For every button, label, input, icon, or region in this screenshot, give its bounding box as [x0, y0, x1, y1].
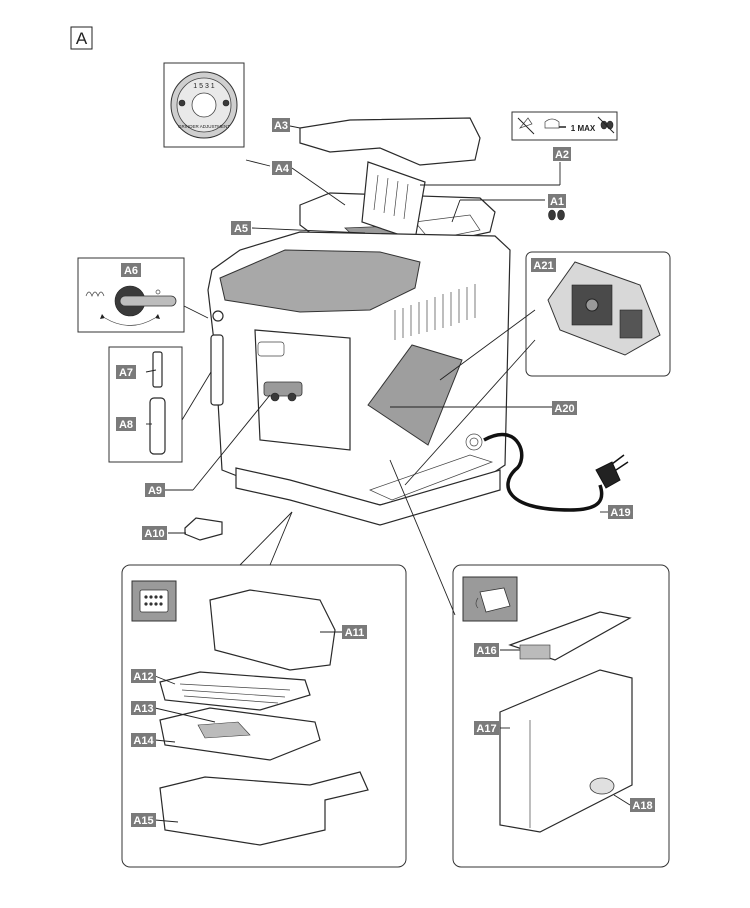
- measuring-scoop-icon: [544, 118, 566, 129]
- svg-text:A5: A5: [234, 223, 248, 235]
- no-pre-ground-icon: [517, 117, 535, 135]
- coffee-spout: [263, 381, 303, 402]
- brew-unit-inset: [525, 251, 671, 377]
- svg-text:A16: A16: [476, 645, 496, 657]
- dose-text: 1 MAX: [571, 124, 596, 133]
- svg-text:A6: A6: [124, 265, 138, 277]
- a2-symbol-strip: 1 MAX: [511, 111, 618, 141]
- hot-water-nozzle-short: [152, 351, 163, 388]
- grinder-dial-inset: 1 5 3 1 GRINDER ADJUSTMENT: [163, 62, 245, 148]
- svg-text:A4: A4: [275, 163, 290, 175]
- label-a21: A21: [531, 258, 556, 272]
- label-a10: A10: [142, 526, 167, 540]
- grounds-container: [209, 589, 336, 671]
- label-a8: A8: [116, 417, 136, 431]
- steam-knob: [212, 310, 224, 322]
- label-a18: A18: [630, 798, 655, 812]
- label-a16: A16: [474, 643, 499, 657]
- svg-text:A18: A18: [632, 800, 652, 812]
- svg-text:A9: A9: [148, 485, 162, 497]
- svg-text:A12: A12: [133, 671, 153, 683]
- power-socket: [465, 433, 483, 451]
- label-a20: A20: [552, 401, 577, 415]
- label-a7: A7: [116, 365, 136, 379]
- descaler-strip: [184, 517, 223, 541]
- dial-caption: GRINDER ADJUSTMENT: [178, 124, 230, 129]
- label-a5: A5: [231, 221, 251, 235]
- label-a19: A19: [608, 505, 633, 519]
- side-vents: [394, 284, 476, 340]
- label-a17: A17: [474, 721, 499, 735]
- steam-hot-water-icon: [85, 291, 105, 297]
- svg-text:A14: A14: [133, 735, 154, 747]
- svg-text:A13: A13: [133, 703, 153, 715]
- drip-tray: [159, 771, 369, 846]
- power-cable: [483, 432, 629, 512]
- coffee-spout-cover: [257, 341, 285, 357]
- brew-unit-door: [367, 344, 463, 446]
- svg-text:A10: A10: [144, 528, 164, 540]
- dial-numbers: 1 5 3 1: [193, 83, 215, 90]
- svg-text:A21: A21: [533, 260, 553, 272]
- svg-text:A17: A17: [476, 723, 496, 735]
- bean-icon: [178, 99, 186, 107]
- label-a11: A11: [342, 625, 367, 639]
- label-a14: A14: [131, 733, 156, 747]
- drip-tray-panel: [121, 564, 407, 868]
- leader-lines: [145, 125, 631, 823]
- svg-text:A1: A1: [550, 196, 564, 208]
- label-a13: A13: [131, 701, 156, 715]
- power-plug: [595, 461, 621, 489]
- label-a12: A12: [131, 669, 156, 683]
- hot-water-spout: [210, 334, 224, 406]
- coffee-beans-icon: [548, 209, 565, 221]
- label-a3: A3: [272, 118, 290, 132]
- water-filter: [589, 777, 615, 795]
- drip-tray-grid-icon: [131, 580, 177, 622]
- svg-text:A20: A20: [554, 403, 574, 415]
- coffee-machine-body: [207, 117, 511, 526]
- nozzle-inset: [108, 346, 183, 463]
- label-a6: A6: [121, 263, 141, 277]
- label-a4: A4: [272, 161, 292, 175]
- no-beans-icon: [597, 116, 615, 134]
- figure-letter: A: [70, 26, 93, 50]
- water-level-indicator: [197, 721, 251, 739]
- bean-container-lid: [299, 117, 481, 166]
- hot-water-nozzle-long: [149, 397, 166, 455]
- svg-text:A15: A15: [133, 815, 153, 827]
- label-a1: A1: [548, 194, 566, 221]
- svg-text:A3: A3: [274, 120, 288, 132]
- label-a15: A15: [131, 813, 156, 827]
- control-panel: [219, 249, 421, 313]
- bean-icon: [222, 99, 230, 107]
- grounds-container-slot: [369, 454, 494, 501]
- svg-text:A19: A19: [610, 507, 630, 519]
- cup-tray: [159, 671, 311, 711]
- svg-text:A11: A11: [345, 627, 365, 639]
- figure-letter-text: A: [76, 29, 88, 48]
- knob-lever: [119, 295, 177, 307]
- water-jug-icon: [462, 576, 518, 622]
- svg-text:A2: A2: [555, 149, 569, 161]
- label-a2: A2: [553, 147, 571, 161]
- water-tank-panel: [452, 564, 670, 868]
- svg-text:A8: A8: [119, 419, 133, 431]
- label-a9: A9: [145, 483, 165, 497]
- svg-text:A7: A7: [119, 367, 133, 379]
